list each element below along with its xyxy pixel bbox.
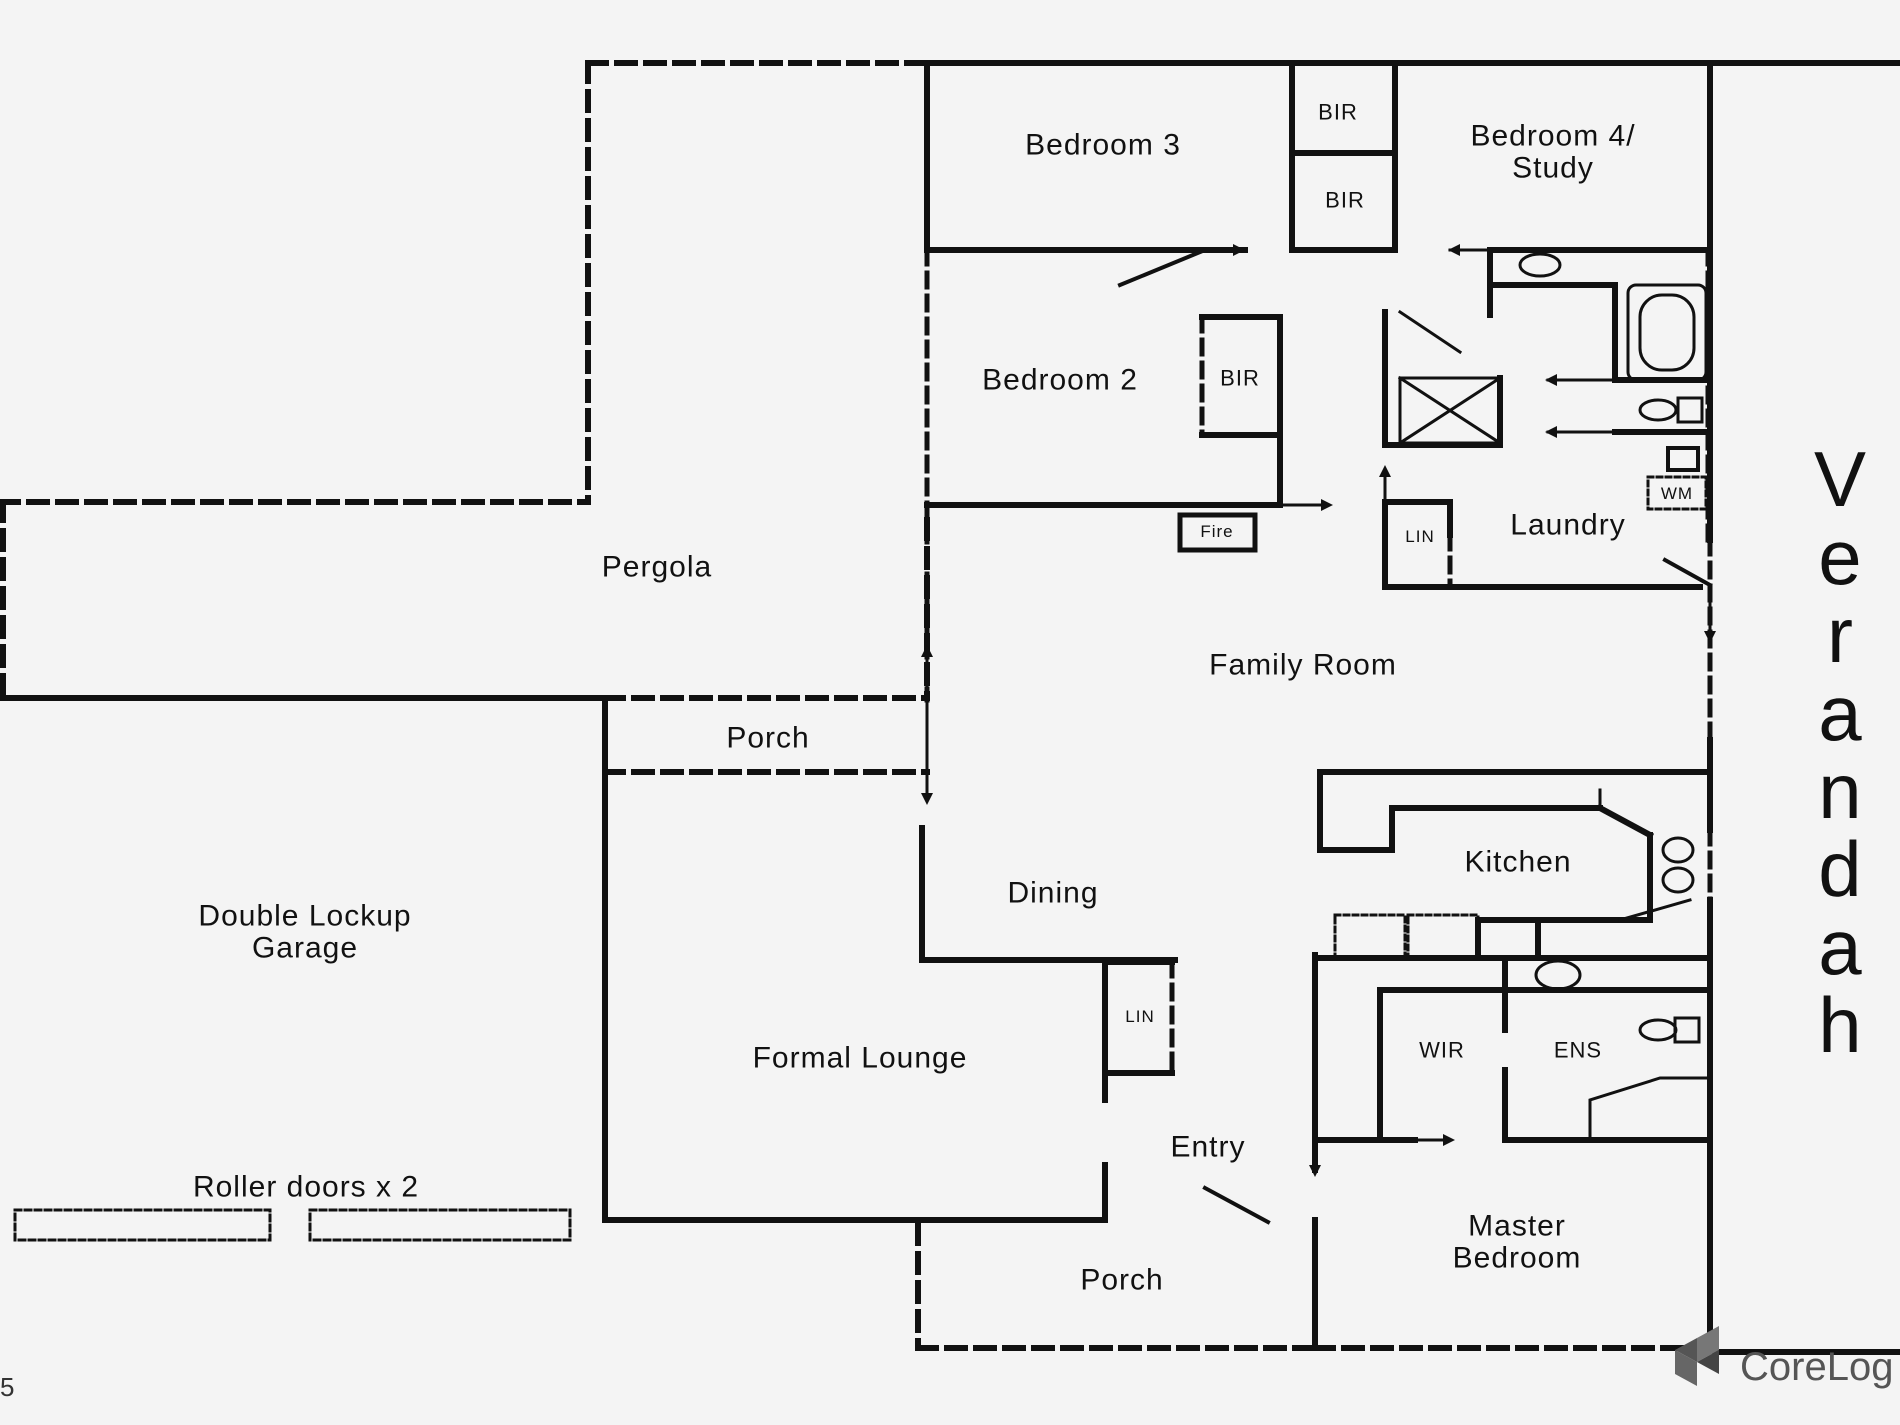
room-label-lin-dining: LIN [1125,1007,1155,1027]
room-label-verandah: V e r a n d a h [1805,440,1875,1064]
room-label-roller-doors: Roller doors x 2 [192,1170,420,1204]
room-label-entry: Entry [1170,1130,1246,1164]
verandah-letter: V [1813,435,1867,523]
room-label-bir-top: BIR [1318,99,1358,125]
room-label-wir: WIR [1419,1037,1465,1063]
fixtures [13,252,1708,1242]
room-label-master-line1: Master [1468,1209,1566,1243]
verandah-letter: r [1827,591,1853,679]
room-label-bedroom-4-study: Bedroom 4/ Study [1470,119,1636,184]
verandah-letter: a [1818,903,1862,991]
room-label-porch-front: Porch [1080,1263,1164,1297]
room-label-formal-lounge: Formal Lounge [752,1041,968,1075]
room-label-bedroom-4-line1: Bedroom 4/ [1470,119,1636,153]
room-label-family-room: Family Room [1209,648,1397,682]
room-label-lin-laundry: LIN [1405,527,1435,547]
room-label-bir-mid: BIR [1325,187,1365,213]
corner-text: 5 [0,1372,15,1402]
room-label-laundry: Laundry [1510,508,1626,542]
room-label-pergola: Pergola [601,550,713,584]
room-label-bedroom-4-line2: Study [1512,151,1594,184]
room-label-garage-line1: Double Lockup [198,899,412,933]
door-swings [1117,247,1713,1225]
room-label-dining: Dining [1007,876,1099,910]
room-label-bir-bedroom-2: BIR [1220,365,1260,391]
room-label-fire: Fire [1200,522,1234,542]
room-label-wm: WM [1660,484,1694,504]
room-label-bedroom-2: Bedroom 2 [982,363,1138,397]
arrowheads [921,244,1716,1177]
room-label-master-line2: Bedroom [1452,1241,1582,1274]
room-label-garage-line2: Garage [251,931,359,964]
logo-text: CoreLog [1740,1345,1894,1389]
verandah-letter: h [1818,981,1862,1069]
room-label-master-bedroom: Master Bedroom [1452,1209,1582,1274]
room-label-porch-side: Porch [726,721,810,755]
verandah-letter: n [1818,747,1862,835]
walls [0,60,1900,1355]
room-label-bedroom-3: Bedroom 3 [1025,128,1181,162]
room-label-double-lockup-garage: Double Lockup Garage [198,899,412,964]
verandah-letter: e [1818,513,1862,601]
corelogic-logo-icon [1675,1326,1719,1386]
pergola-outline [0,60,1708,1351]
room-label-kitchen: Kitchen [1464,845,1572,879]
verandah-letter: a [1818,669,1862,757]
room-label-ens: ENS [1553,1037,1603,1063]
verandah-letter: d [1818,825,1862,913]
